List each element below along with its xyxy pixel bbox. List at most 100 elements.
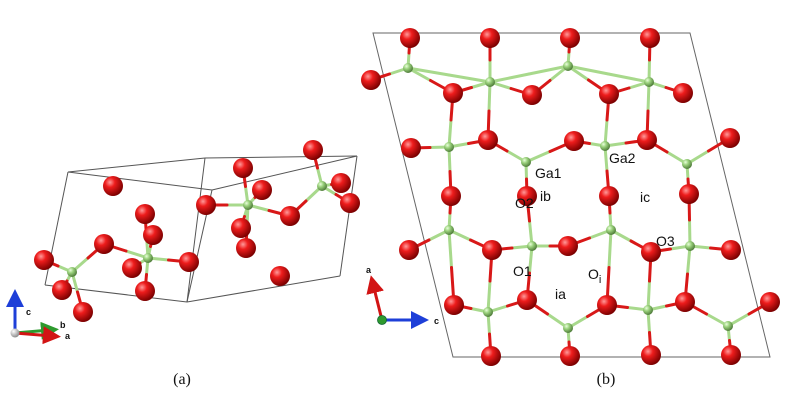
label-ga2: Ga2 [609, 150, 636, 166]
label-ga1: Ga1 [535, 165, 562, 181]
oxygen-atom [52, 280, 72, 300]
oxygen-atom [564, 131, 584, 151]
caption-a: (a) [173, 371, 191, 388]
gallium-atom [723, 321, 733, 331]
gallium-atom [403, 63, 413, 73]
axis-origin [10, 328, 20, 338]
gallium-atom [606, 225, 616, 235]
gallium-atom [600, 141, 610, 151]
axis-a-label: a [65, 331, 71, 341]
gallium-atom [563, 323, 573, 333]
oxygen-atom [280, 206, 300, 226]
atoms-b [361, 28, 780, 366]
unit-cell-b [372, 32, 771, 358]
oxygen-atom [560, 28, 580, 48]
oxygen-atom [135, 204, 155, 224]
oxygen-atom [599, 84, 619, 104]
unit-cell-a [44, 155, 358, 303]
oxygen-atom [721, 345, 741, 365]
axis-b-dot [377, 315, 387, 325]
oxygen-atom [560, 346, 580, 366]
gallium-atom [67, 267, 77, 277]
oxygen-atom [641, 242, 661, 262]
oxygen-atom [517, 290, 537, 310]
caption-b: (b) [597, 371, 616, 388]
oxygen-atom [641, 345, 661, 365]
label-o1: O1 [513, 263, 532, 279]
oxygen-atom [34, 250, 54, 270]
label-ia: ia [555, 286, 566, 302]
oxygen-atom [401, 138, 421, 158]
oxygen-atom [270, 266, 290, 286]
oxygen-atom [679, 184, 699, 204]
axis-indicator-a: c b a [6, 289, 71, 345]
axis-c-label-b: c [434, 316, 439, 326]
gallium-atom [485, 77, 495, 87]
gallium-atom [563, 61, 573, 71]
atoms-a [34, 140, 360, 322]
oxygen-atom [599, 186, 619, 206]
bond [488, 72, 531, 84]
oxygen-atom [361, 70, 381, 90]
gallium-atom [527, 241, 537, 251]
oxygen-atom [196, 195, 216, 215]
axis-a-arrow [14, 326, 61, 345]
oxygen-atom [675, 292, 695, 312]
bond [607, 72, 651, 84]
bond [447, 228, 453, 269]
label-ib: ib [540, 188, 551, 204]
oxygen-atom [673, 83, 693, 103]
oxygen-atom [340, 193, 360, 213]
bond [566, 64, 610, 76]
oxygen-atom [231, 218, 251, 238]
gallium-atom [444, 225, 454, 235]
oxygen-atom [444, 295, 464, 315]
gallium-atom [243, 200, 253, 210]
label-oi: Oi [588, 266, 601, 286]
oxygen-atom [303, 140, 323, 160]
gallium-atom [143, 253, 153, 263]
bond [406, 66, 451, 77]
oxygen-atom [480, 28, 500, 48]
oxygen-atom [399, 240, 419, 260]
oxygen-atom [73, 302, 93, 322]
gallium-atom [682, 159, 692, 169]
axis-a-arrow-b [366, 275, 384, 321]
bonds-b [369, 36, 772, 358]
oxygen-atom [478, 130, 498, 150]
bond [527, 64, 570, 76]
label-ic: ic [640, 189, 650, 205]
gallium-atom [643, 305, 653, 315]
axis-a-label-b: a [366, 265, 372, 275]
oxygen-atom [721, 240, 741, 260]
panel-b: Ga1 Ga2 O2 ib ic O3 O1 Oi ia a c (b) [361, 28, 780, 388]
oxygen-atom [233, 158, 253, 178]
oxygen-atom [597, 295, 617, 315]
oxygen-atom [236, 238, 256, 258]
axis-b-label: b [60, 320, 66, 330]
oxygen-atom [760, 292, 780, 312]
bond [486, 279, 492, 314]
oxygen-atom [94, 234, 114, 254]
gallium-atom [483, 307, 493, 317]
oxygen-atom [482, 240, 502, 260]
oxygen-atom [103, 176, 123, 196]
label-o2: O2 [515, 195, 534, 211]
axis-indicator-b: a c [366, 265, 439, 329]
oxygen-atom [558, 236, 578, 256]
gallium-atom [317, 181, 327, 191]
oxygen-atom [720, 128, 740, 148]
oxygen-atom [517, 186, 537, 206]
axis-c-label: c [26, 307, 31, 317]
oxygen-atom [481, 346, 501, 366]
oxygen-atom [252, 180, 272, 200]
oxygen-atom [441, 186, 461, 206]
panel-a: c b a (a) [6, 140, 360, 388]
label-o3: O3 [656, 233, 675, 249]
oxygen-atom [122, 258, 142, 278]
gallium-atom [685, 241, 695, 251]
oxygen-atom [637, 130, 657, 150]
bond [607, 228, 613, 269]
oxygen-atom [522, 85, 542, 105]
